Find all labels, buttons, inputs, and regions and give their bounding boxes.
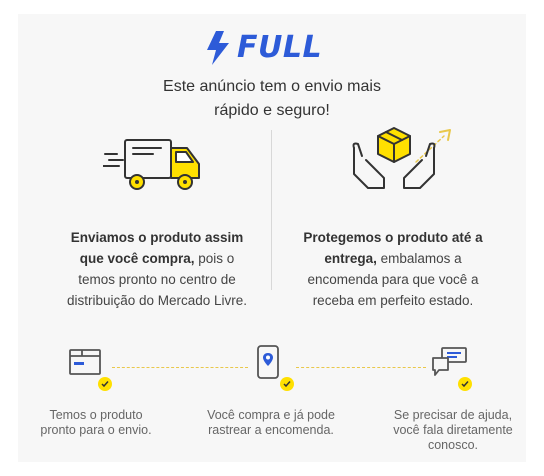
step-1-text: Temos o produto pronto para o envio. [26, 408, 166, 438]
column-divider [271, 130, 272, 290]
benefit-2-bold-line-1: Protegemos o produto até a [303, 230, 483, 245]
step-3-line-1: Se precisar de ajuda, [393, 408, 513, 422]
step-connector-2 [296, 367, 426, 368]
full-logo: FULL [205, 30, 322, 66]
package-icon [69, 349, 101, 375]
headline: Este anúncio tem o envio mais rápido e s… [120, 75, 424, 123]
step-connector-1 [112, 367, 248, 368]
benefit-fast-shipping: Enviamos o produto assim que você compra… [50, 227, 264, 311]
step-1-check-icon [98, 377, 112, 391]
benefit-2-bold-line-2: entrega, [324, 251, 377, 266]
step-3-line-3: conosco. [427, 438, 479, 452]
lightning-bolt-icon [207, 31, 229, 65]
step-3-text: Se precisar de ajuda, você fala diretame… [378, 408, 528, 453]
step-2-text: Você compra e já pode rastrear a encomen… [196, 408, 346, 438]
full-logo-text: FULL [237, 30, 323, 65]
step-3-line-2: você fala diretamente [393, 423, 513, 437]
benefit-2-line-4: receba em perfeito estado. [312, 293, 474, 308]
step-2-line-2: rastrear a encomenda. [208, 423, 334, 437]
phone-location-icon [257, 345, 279, 379]
benefit-1-bold-line-1: Enviamos o produto assim [70, 230, 244, 245]
step-1-line-1: Temos o produto [49, 408, 143, 422]
benefit-2-line-3: encomenda para que você a [307, 272, 479, 287]
headline-line-2: rápido e seguro! [214, 102, 330, 119]
benefit-safe-delivery: Protegemos o produto até a entrega, emba… [290, 227, 496, 311]
hands-box-icon [352, 127, 451, 189]
step-1-line-2: pronto para o envio. [40, 423, 152, 437]
benefit-1-line-4: distribuição do Mercado Livre. [66, 293, 248, 308]
step-3-check-icon [458, 377, 472, 391]
chat-icon [432, 347, 467, 376]
headline-line-1: Este anúncio tem o envio mais [163, 78, 381, 95]
benefit-1-line-3: temos pronto no centro de [78, 272, 236, 287]
benefit-2-text-line-2: embalamos a [376, 251, 462, 266]
step-2-check-icon [280, 377, 294, 391]
benefit-1-text-line-2: pois o [194, 251, 235, 266]
truck-icon [103, 139, 200, 190]
step-2-line-1: Você compra e já pode [207, 408, 335, 422]
benefit-1-bold-line-2: que você compra, [79, 251, 195, 266]
